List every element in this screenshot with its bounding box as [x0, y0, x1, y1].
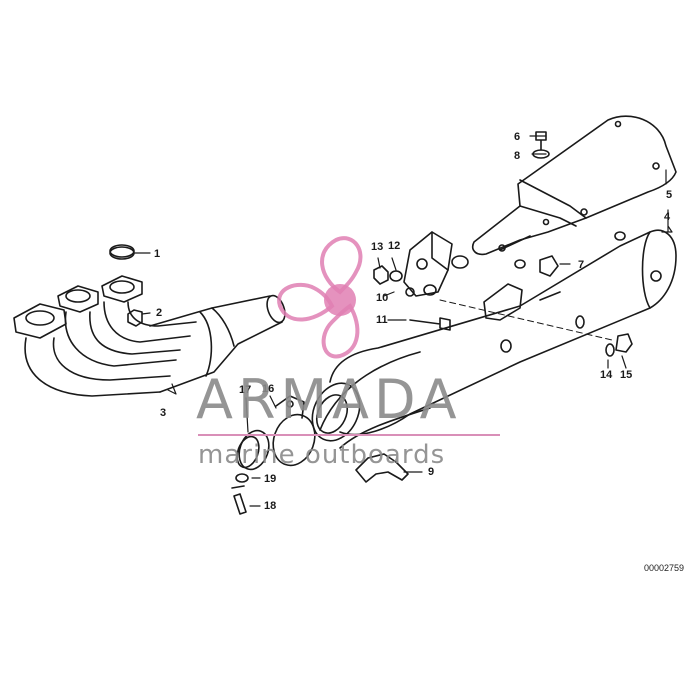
- part-label-7: 7: [578, 259, 585, 271]
- watermark-brand: ARMADA: [196, 368, 462, 431]
- part-label-5: 5: [666, 189, 673, 201]
- leader-lines: [134, 135, 673, 507]
- document-number: 00002759: [643, 563, 684, 573]
- watermark-tagline: marine outboards: [198, 440, 446, 470]
- muffler-hanger: [483, 283, 523, 321]
- mount-bracket: [355, 453, 409, 483]
- part-label-2: 2: [156, 307, 163, 319]
- header-nut: [127, 309, 143, 327]
- part-label-12: 12: [388, 240, 401, 252]
- hanger-bracket: [373, 231, 469, 297]
- part-label-3: 3: [160, 407, 167, 419]
- washer-14: [605, 343, 615, 357]
- nut-15: [615, 333, 633, 353]
- part-label-17: 17: [239, 384, 252, 396]
- part-label-9: 9: [428, 466, 435, 478]
- part-label-1: 1: [154, 248, 161, 260]
- washer-19: [235, 473, 249, 483]
- part-label-18: 18: [264, 500, 277, 512]
- propeller-logo: [277, 236, 363, 359]
- part-label-10: 10: [376, 292, 389, 304]
- part-label-15: 15: [620, 369, 633, 381]
- part-label-19: 19: [264, 473, 277, 485]
- screw-18: [231, 485, 247, 515]
- part-label-6: 6: [514, 131, 521, 143]
- part-label-14: 14: [600, 369, 613, 381]
- part-label-4: 4: [664, 211, 671, 223]
- sleeve: [236, 429, 270, 471]
- part-label-8: 8: [514, 150, 521, 162]
- part-label-16: 16: [262, 383, 275, 395]
- screw: [535, 131, 547, 151]
- part-label-11: 11: [376, 314, 388, 326]
- part-label-13: 13: [371, 241, 384, 253]
- exhaust-header: [13, 275, 286, 397]
- watermark-divider: [198, 434, 500, 436]
- heat-shield: [471, 115, 677, 256]
- clamp: [272, 395, 316, 467]
- nut-7: [539, 255, 559, 277]
- bolt: [409, 317, 451, 331]
